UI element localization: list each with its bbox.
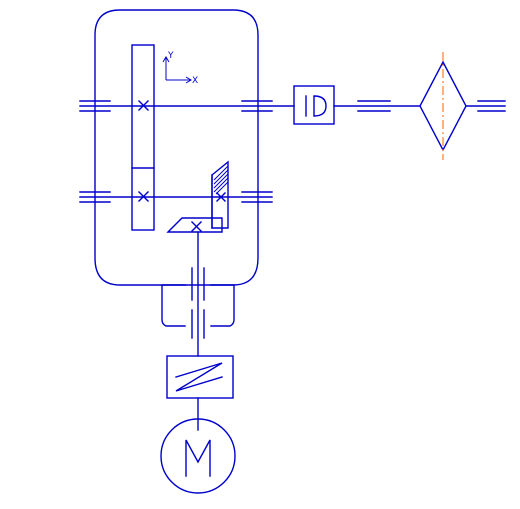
input-shaft: [191, 231, 205, 431]
right-end-bearing: [477, 100, 506, 112]
input-coupling: [166, 355, 234, 399]
intermediate-shaft: [79, 191, 273, 203]
right-shaft-bearing: [357, 100, 391, 112]
motor-icon: [160, 418, 236, 494]
output-shaft: [79, 100, 506, 112]
bevel-gear-driven: [211, 160, 229, 229]
bevel-gear-driving: [166, 217, 223, 233]
gearbox-housing: [94, 9, 259, 286]
axis-y-label: Y: [167, 51, 174, 61]
bearing-housing-lug-right: [210, 284, 235, 327]
spur-gear-pair: [131, 44, 155, 231]
output-coupling: [293, 85, 335, 125]
axis-x-label: X: [192, 76, 198, 86]
coordinate-axes-icon: Y X: [162, 51, 198, 86]
bearing-housing-lug-left: [161, 284, 186, 327]
drive-sprocket: [419, 52, 467, 160]
